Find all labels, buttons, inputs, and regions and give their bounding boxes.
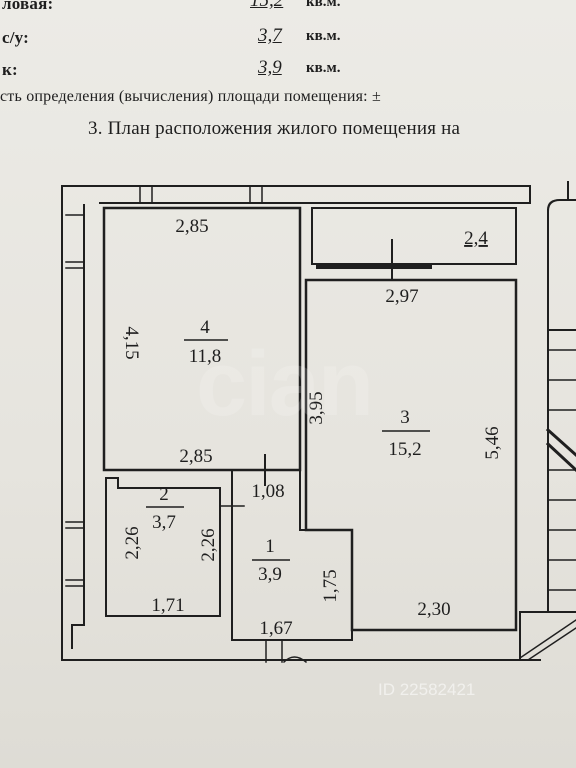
balcony-outline — [311, 207, 517, 265]
floor-plan: 4 11,8 3 15,2 2 3,7 1 3,9 2,85 2,85 4,15… — [61, 181, 576, 664]
room-2-number: 2 — [159, 484, 169, 505]
accuracy-line: сть определения (вычисления) площади пом… — [0, 88, 381, 105]
header-line-2-value: 3,7 — [258, 25, 282, 46]
room-1-area: 3,9 — [258, 564, 282, 585]
room-2-outline — [105, 477, 221, 617]
room-1-number: 1 — [265, 536, 275, 557]
dim-room4-top: 2,85 — [175, 216, 208, 237]
dim-room3-bottom: 2,30 — [417, 599, 450, 620]
dim-room4-bottom: 2,85 — [179, 446, 212, 467]
header-line-2-unit: кв.м. — [306, 28, 341, 44]
header-line-1-label: ловая: — [2, 0, 54, 13]
room-4-number: 4 — [200, 317, 210, 338]
dim-room3-top: 2,97 — [385, 286, 418, 307]
dim-room1-right: 1,75 — [320, 569, 341, 602]
room-4-area: 11,8 — [189, 346, 222, 367]
dim-balcony: 2,4 — [464, 228, 488, 249]
dim-room2-left: 2,26 — [122, 526, 143, 559]
staircase — [518, 181, 576, 662]
room-3-number: 3 — [400, 407, 410, 428]
header-line-3-value: 3,9 — [258, 57, 282, 78]
watermark-logo: cian — [196, 333, 374, 435]
room-1-outline — [231, 469, 353, 641]
room-2-area: 3,7 — [152, 512, 176, 533]
dim-room2-right: 2,26 — [198, 528, 219, 561]
dim-room2-bottom: 1,71 — [151, 595, 184, 616]
entry-door-arc — [282, 656, 308, 664]
header-line-2-label: с/у: — [2, 28, 30, 47]
watermark-id: ID 22582421 — [378, 680, 476, 699]
room-3-area: 15,2 — [388, 439, 421, 460]
dim-room3-left: 3,95 — [306, 391, 327, 424]
dim-room1-bottom: 1,67 — [259, 618, 292, 639]
dim-room3-right: 5,46 — [482, 426, 503, 459]
outer-wall-top — [61, 185, 531, 204]
header-line-1-unit: кв.м. — [306, 0, 341, 10]
header-line-1-value: 15,2 — [250, 0, 284, 11]
outer-wall-left — [61, 185, 541, 661]
header-line-3-unit: кв.м. — [306, 60, 341, 76]
header-line-3-label: к: — [2, 60, 18, 79]
dim-corridor-top: 1,08 — [251, 481, 284, 502]
dim-room4-side: 4,15 — [121, 326, 142, 359]
section-title: 3. План расположения жилого помещения на — [88, 118, 461, 139]
